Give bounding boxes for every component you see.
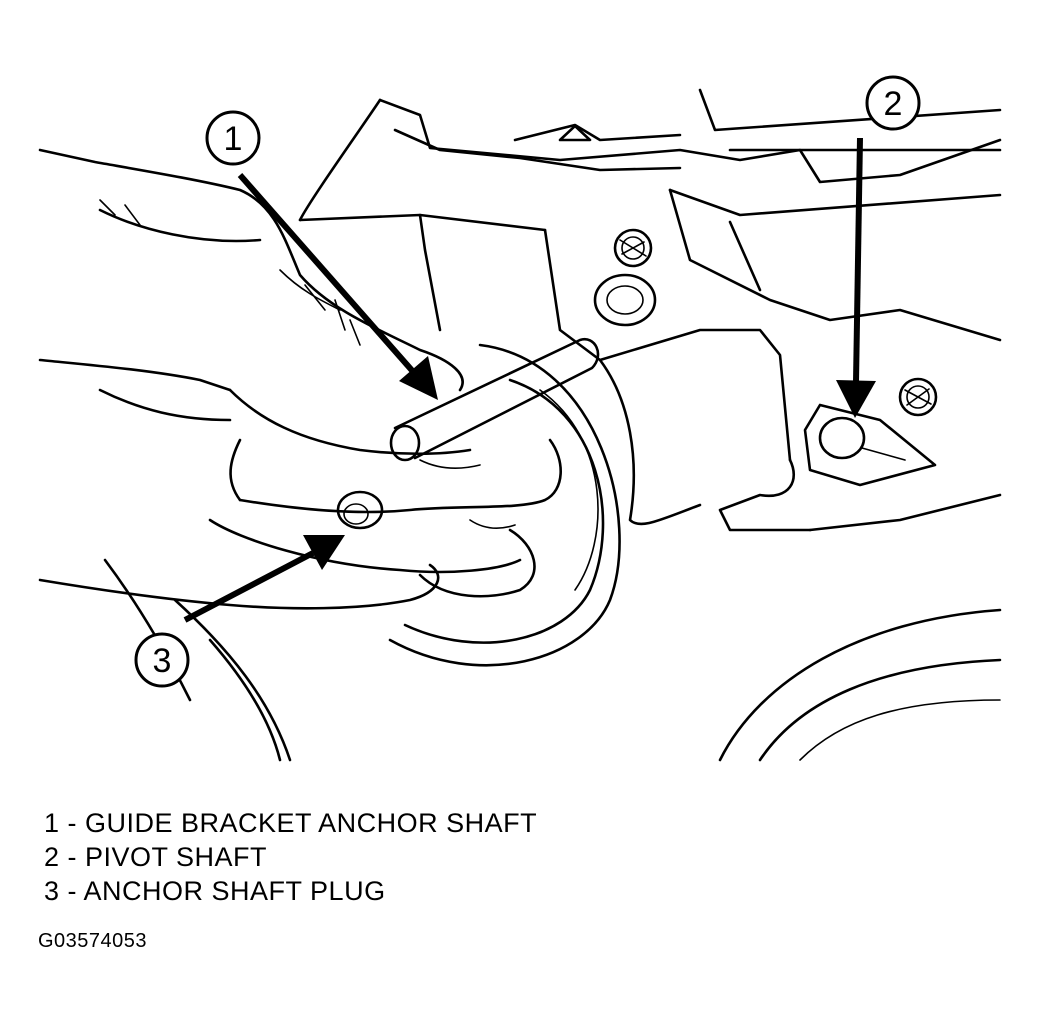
legend: 1 - GUIDE BRACKET ANCHOR SHAFT 2 - PIVOT…: [44, 806, 537, 908]
figure-id: G03574053: [38, 930, 148, 952]
bolt-upper: [613, 228, 653, 268]
anchor-shaft-plug: [336, 490, 384, 530]
callout-3-number: 3: [153, 642, 172, 680]
callout-arrow-1: [237, 173, 438, 400]
callout-2-number: 2: [884, 85, 903, 123]
bolt-right: [898, 377, 938, 417]
callout-arrow-2: [836, 137, 876, 418]
drum-lower-left: [103, 558, 292, 762]
pivot-shaft: [803, 403, 937, 487]
housing-bracket: [298, 88, 1002, 532]
callout-arrow-3: [183, 535, 345, 623]
callout-1: 1: [205, 110, 261, 166]
callout-3: 3: [134, 632, 190, 688]
bracket-hole: [593, 273, 657, 327]
legend-item-3: 3 - ANCHOR SHAFT PLUG: [44, 876, 386, 906]
technician-hand: [38, 148, 562, 610]
guide-ring: [388, 343, 621, 667]
anchor-shaft: [389, 337, 600, 462]
callout-2: 2: [865, 75, 921, 131]
callout-1-number: 1: [224, 120, 243, 158]
service-illustration: 1 2 3: [38, 75, 1002, 762]
drum-lower-right: [718, 608, 1002, 762]
legend-item-1: 1 - GUIDE BRACKET ANCHOR SHAFT: [44, 808, 538, 838]
legend-item-2: 2 - PIVOT SHAFT: [44, 842, 268, 872]
